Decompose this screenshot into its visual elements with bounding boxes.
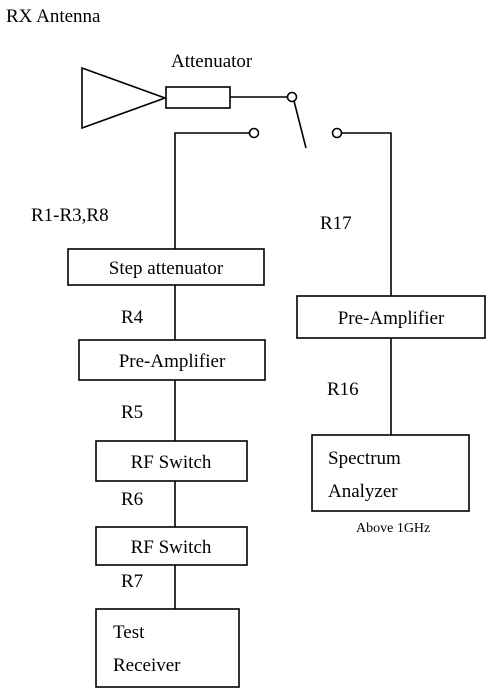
switch-common-terminal: [286, 91, 298, 103]
cable-label-r5: R5: [121, 402, 143, 423]
pre-amplifier-label: Pre-Amplifier: [119, 351, 226, 372]
above-1ghz-note: Above 1GHz: [356, 521, 430, 536]
pre-amplifier-block: [78, 339, 266, 381]
switch-right-terminal: [331, 127, 343, 139]
cable-label-r17: R17: [320, 213, 352, 234]
cable-label-r6: R6: [121, 489, 143, 510]
cable-label-r4: R4: [121, 307, 144, 328]
attenuator-title: Attenuator: [171, 51, 253, 72]
spectrum-analyzer-block: [311, 434, 470, 512]
rf-switch-block-1: [95, 440, 248, 482]
rf-switch-block-2: [95, 526, 248, 566]
spectrum-analyzer-label-line1: Spectrum: [328, 448, 401, 469]
switch-left-terminal: [248, 127, 260, 139]
rx-antenna-label: RX Antenna: [6, 6, 101, 27]
cable-label-r1-r3-r8: R1-R3,R8: [31, 205, 109, 226]
test-receiver-label-line2: Receiver: [113, 655, 181, 676]
switch-lever: [293, 100, 307, 149]
cable-label-r16: R16: [327, 379, 359, 400]
rf-switch-label-2: RF Switch: [131, 537, 212, 558]
test-receiver-label-line1: Test: [113, 622, 145, 643]
pre-amplifier-right-label: Pre-Amplifier: [338, 308, 445, 329]
step-attenuator-label: Step attenuator: [109, 258, 224, 279]
step-attenuator-block: [67, 248, 265, 286]
rf-switch-label-1: RF Switch: [131, 452, 212, 473]
spectrum-analyzer-label-line2: Analyzer: [328, 481, 398, 502]
wire-switch-right-branch: [342, 132, 392, 296]
cable-label-r7: R7: [121, 571, 143, 592]
attenuator-block: [165, 86, 231, 109]
horn-antenna-icon: [81, 66, 168, 130]
wire-switch-left-branch: [174, 132, 249, 249]
pre-amplifier-right-block: [296, 295, 486, 339]
test-receiver-block: [95, 608, 240, 688]
